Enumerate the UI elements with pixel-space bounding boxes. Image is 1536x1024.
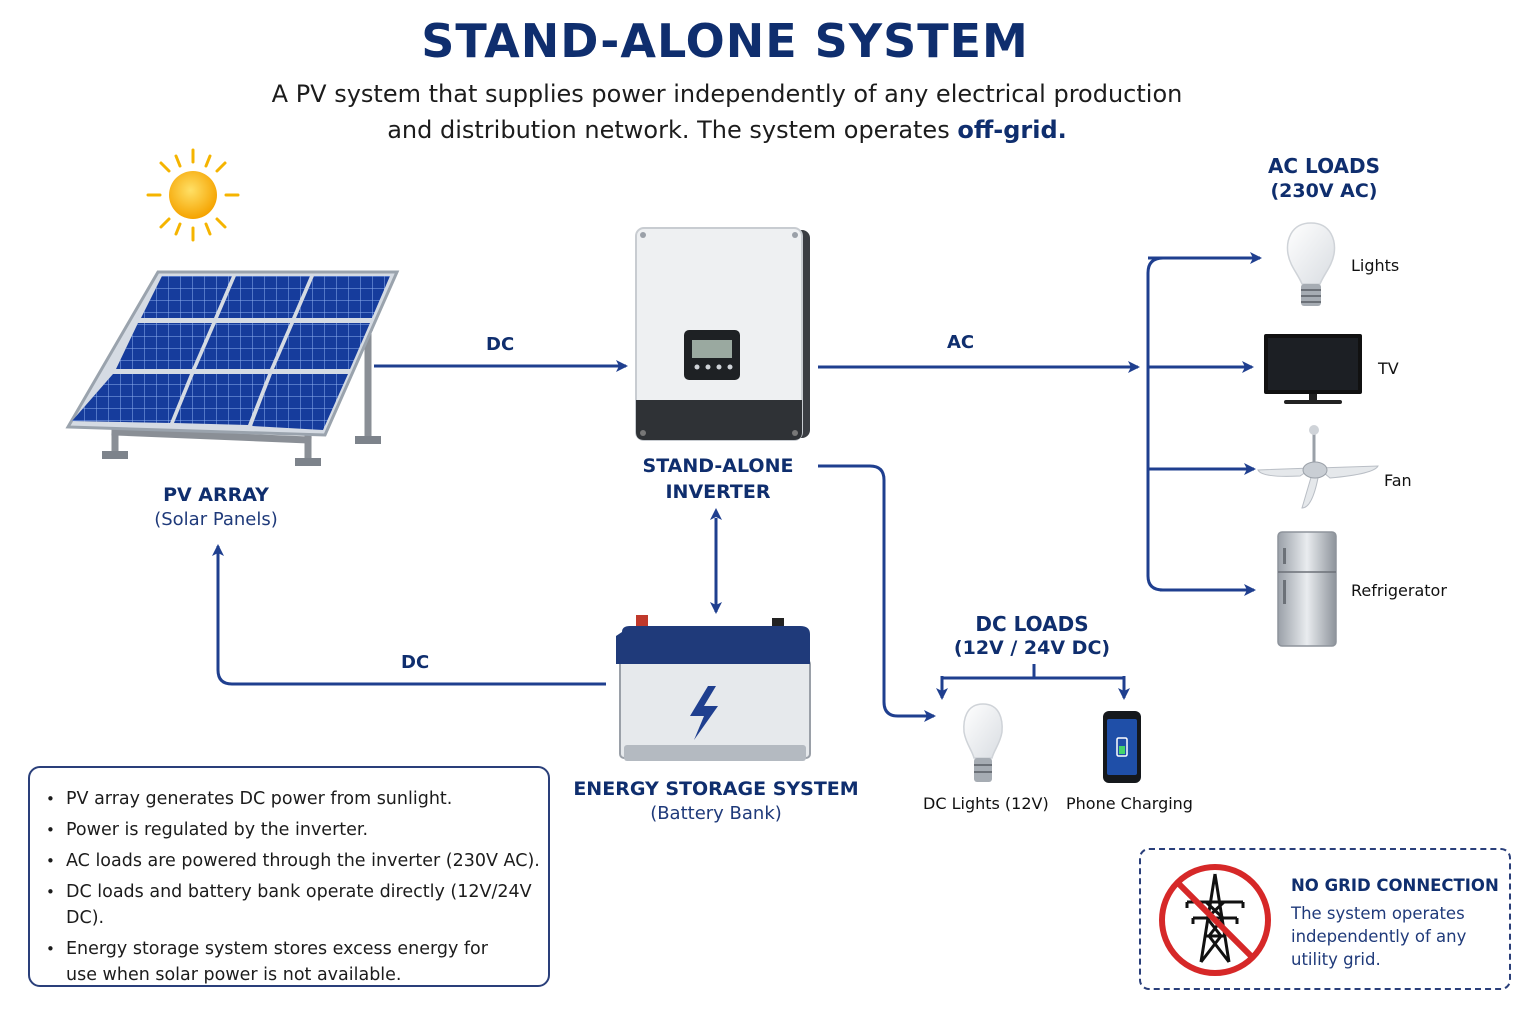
ac-load-refrigerator-label: Refrigerator [1351, 581, 1447, 600]
inverter-label-line-2: INVERTER [665, 481, 771, 503]
dc-loads-subtitle: (12V / 24V DC) [953, 637, 1111, 659]
ac-load-lights-label: Lights [1351, 256, 1400, 275]
dc-distribution-bus [942, 664, 1124, 680]
ceiling-fan-icon [1257, 425, 1379, 509]
flow-label-ac: AC [947, 332, 975, 353]
no-grid-title: NO GRID CONNECTION [1291, 876, 1499, 895]
battery-icon [616, 615, 811, 761]
smartphone-icon [1103, 711, 1141, 783]
sun-icon [146, 148, 240, 242]
ac-load-tv-label: TV [1378, 359, 1399, 378]
note-item: DC loads and battery bank operate direct… [46, 879, 548, 931]
ac-loads-subtitle: (230V AC) [1270, 180, 1378, 202]
connectors [212, 252, 1262, 722]
note-item: Power is regulated by the inverter. [46, 817, 548, 843]
pv-array-sublabel: (Solar Panels) [154, 509, 278, 530]
subtitle-line-2: and distribution network. The system ope… [387, 116, 958, 144]
notes-list: PV array generates DC power from sunligh… [30, 786, 548, 988]
subtitle-line-1: A PV system that supplies power independ… [271, 80, 1183, 108]
inverter-label-line-1: STAND-ALONE [642, 455, 794, 477]
no-grid-text: The system operates independently of any… [1291, 904, 1467, 969]
note-item: AC loads are powered through the inverte… [46, 848, 548, 874]
flow-label-dc-pv: DC [486, 334, 515, 355]
flow-label-dc-battery: DC [401, 652, 430, 673]
dc-load-phone-label: Phone Charging [1066, 794, 1193, 813]
page-title: STAND-ALONE SYSTEM [421, 14, 1029, 68]
solar-panel-icon [65, 270, 400, 466]
refrigerator-icon [1277, 531, 1337, 647]
ac-load-fan-label: Fan [1384, 471, 1412, 490]
battery-sublabel: (Battery Bank) [650, 803, 782, 824]
page-subtitle: A PV system that supplies power independ… [0, 76, 1454, 148]
battery-label: ENERGY STORAGE SYSTEM [573, 778, 859, 800]
dc-loads-title: DC LOADS [975, 612, 1089, 636]
no-grid-icon [1159, 864, 1271, 976]
ac-loads-title: AC LOADS [1267, 154, 1381, 178]
pv-array-label: PV ARRAY [163, 484, 269, 506]
tv-icon [1264, 334, 1362, 404]
dc-load-lights-label: DC Lights (12V) [923, 794, 1049, 813]
no-grid-panel: NO GRID CONNECTION The system operates i… [1139, 848, 1511, 990]
dc-light-bulb-icon [963, 703, 1003, 782]
notes-panel: PV array generates DC power from sunligh… [28, 766, 550, 987]
ac-distribution-bus [1146, 256, 1164, 592]
note-item: Energy storage system stores excess ener… [46, 936, 516, 988]
subtitle-emphasis: off-grid. [957, 116, 1067, 144]
lights-bulb-icon [1286, 222, 1336, 306]
inverter-icon [635, 227, 810, 441]
arrow-battery-to-pv [212, 544, 606, 686]
arrow-inverter-to-dc-loads [818, 464, 936, 722]
note-item: PV array generates DC power from sunligh… [46, 786, 548, 812]
